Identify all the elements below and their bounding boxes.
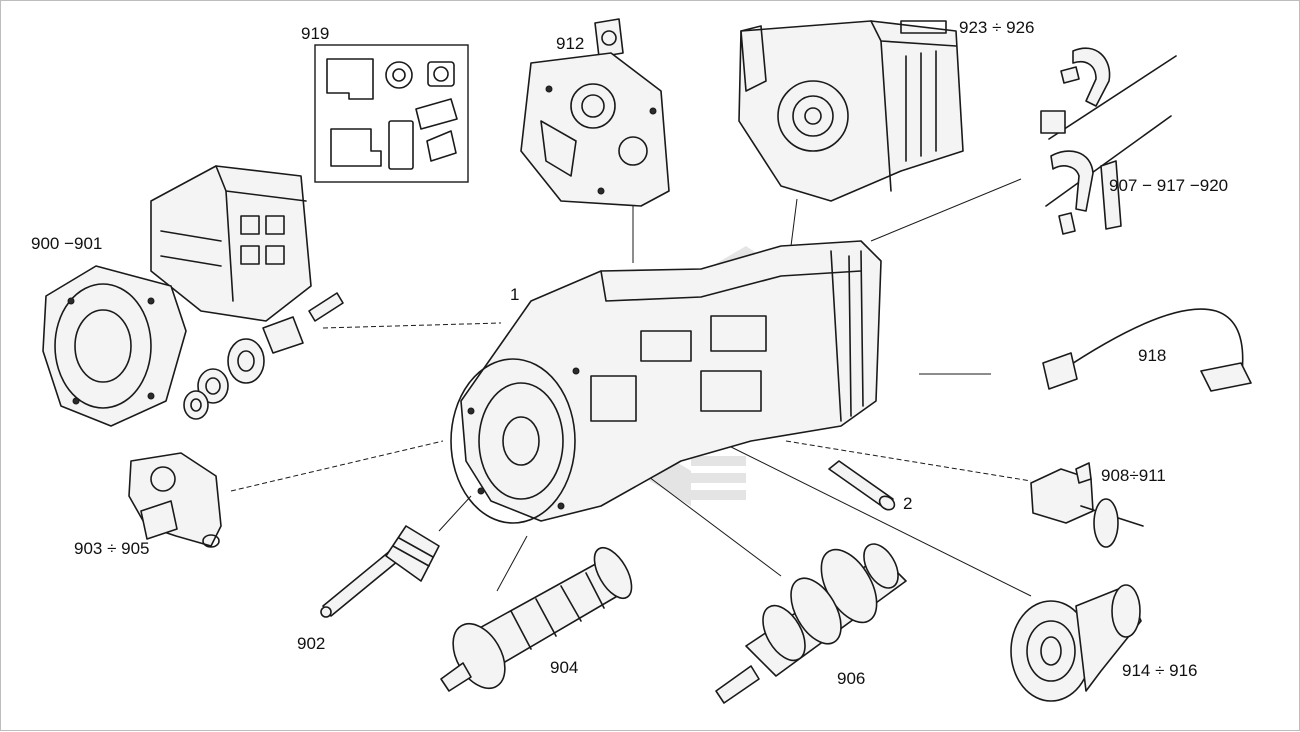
part-914-916-drum xyxy=(1010,584,1142,702)
part-902-input-shaft xyxy=(320,525,440,618)
part-912-cover xyxy=(520,18,670,207)
part-904-countershaft xyxy=(440,546,633,692)
part-908-911-valve xyxy=(1030,462,1144,548)
part-900-901-clutch-housing xyxy=(42,165,344,427)
label-919: 919 xyxy=(301,24,329,43)
leader-lines xyxy=(230,178,1032,597)
label-906: 906 xyxy=(837,669,865,688)
part-907-917-920-shift-forks xyxy=(1040,47,1177,235)
label-923-926: 923 ÷ 926 xyxy=(959,18,1035,37)
label-914-916: 914 ÷ 916 xyxy=(1122,661,1198,680)
label-902: 902 xyxy=(297,634,325,653)
label-912: 912 xyxy=(556,34,584,53)
label-907-917-920: 907 − 917 −920 xyxy=(1109,176,1228,195)
part-903-905-housing xyxy=(128,452,222,548)
label-1: 1 xyxy=(510,285,519,304)
part-2-sleeve xyxy=(828,460,896,511)
part-906-mainshaft xyxy=(715,543,907,704)
label-918: 918 xyxy=(1138,346,1166,365)
label-903-905: 903 ÷ 905 xyxy=(74,539,150,558)
part-919-gasket-set xyxy=(314,44,469,183)
label-908-911: 908÷911 xyxy=(1101,466,1166,485)
part-923-926-housing xyxy=(738,20,964,202)
label-2: 2 xyxy=(903,494,912,513)
part-1-main-gearbox xyxy=(450,240,882,524)
part-918-shift-rod xyxy=(1042,308,1252,392)
label-904: 904 xyxy=(550,658,578,677)
label-900-901: 900 −901 xyxy=(31,234,102,253)
